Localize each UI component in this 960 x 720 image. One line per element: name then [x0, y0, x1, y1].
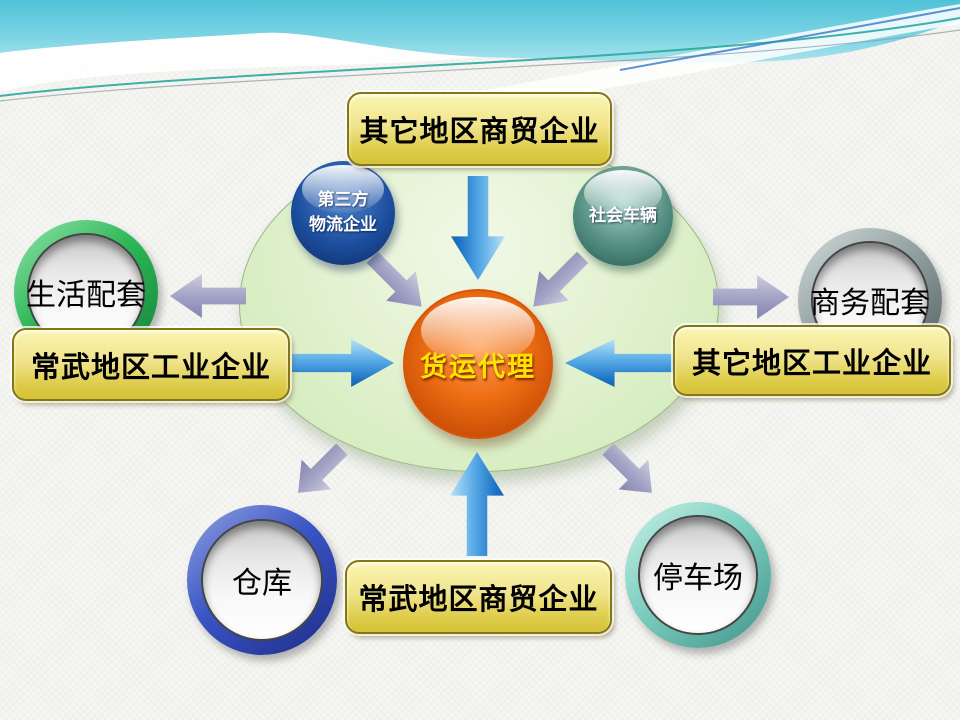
box-changwu-trade-label: 常武地区商贸企业: [358, 584, 599, 616]
node-third-party-logistics: 第三方 物流企业: [291, 161, 395, 265]
node-business-support-label: 商务配套: [810, 287, 930, 320]
node-parking-label: 停车场: [652, 561, 743, 595]
node-freight-agency: 货运代理: [403, 289, 553, 439]
box-other-region-industrial-label: 其它地区工业企业: [691, 347, 932, 380]
box-changwu-trade: 常武地区商贸企业: [345, 560, 612, 634]
logistics-label-line1: 第三方: [317, 190, 369, 210]
arrow-center-to-life-support: [170, 274, 246, 318]
node-warehouse-label: 仓库: [232, 567, 292, 600]
node-warehouse: 仓库: [187, 505, 337, 655]
box-changwu-industrial-label: 常武地区工业企业: [30, 351, 271, 384]
node-social-vehicles: 社会车辆: [573, 166, 673, 266]
box-other-region-trade-label: 其它地区商贸企业: [359, 116, 600, 148]
box-changwu-industrial: 常武地区工业企业: [12, 328, 290, 401]
logistics-label-line2: 物流企业: [309, 215, 377, 234]
arrow-center-to-business-support: [713, 275, 789, 319]
node-social-vehicles-label: 社会车辆: [589, 205, 657, 225]
node-life-support-label: 生活配套: [26, 279, 146, 312]
box-other-region-industrial: 其它地区工业企业: [673, 325, 951, 396]
node-parking-face: 停车场: [638, 515, 758, 635]
node-third-party-logistics-label: 第三方 物流企业: [309, 188, 377, 237]
header-wave-decoration: [0, 0, 960, 110]
arrow-center-to-warehouse: [283, 434, 357, 508]
node-warehouse-face: 仓库: [200, 518, 324, 642]
node-parking: 停车场: [625, 502, 771, 648]
box-other-region-trade: 其它地区商贸企业: [347, 92, 612, 166]
node-freight-agency-label: 货运代理: [420, 351, 536, 382]
